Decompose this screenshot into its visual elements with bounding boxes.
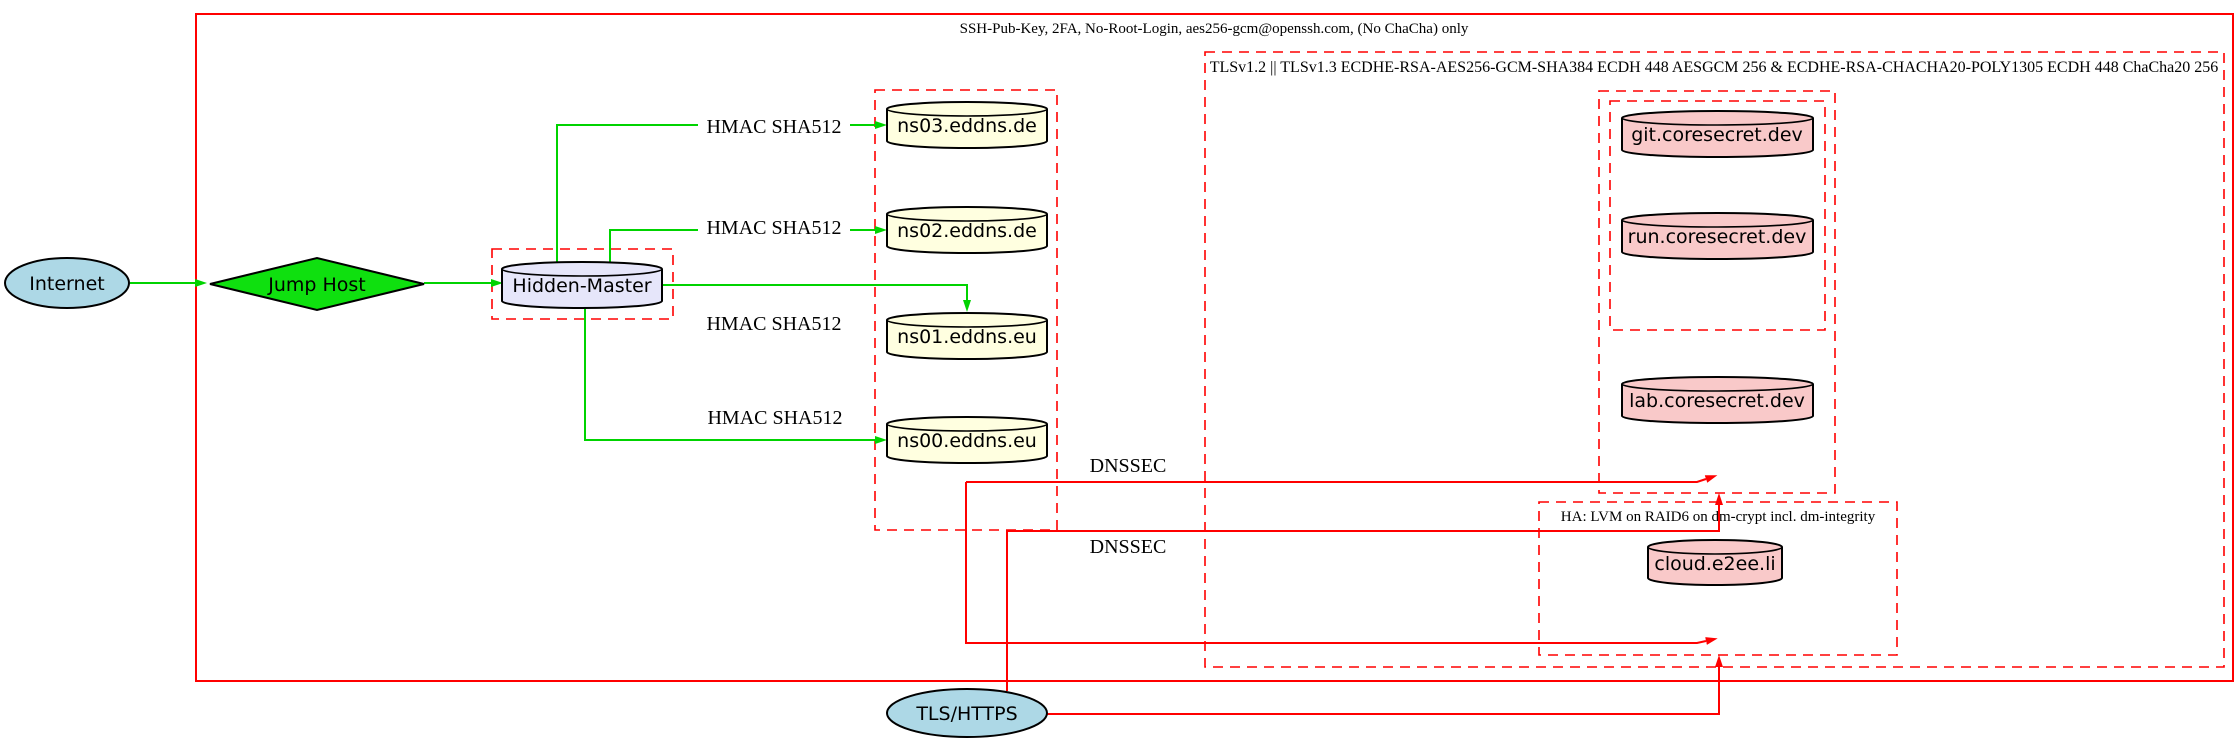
ns00-cylinder — [886, 416, 1048, 464]
git-cylinder-seam — [1621, 117, 1814, 126]
lab-label: lab.coresecret.dev — [1629, 390, 1805, 412]
hmac-label-2-bg — [698, 216, 850, 238]
cluster-ssh-hardening-label: SSH-Pub-Key, 2FA, No-Root-Login, aes256-… — [960, 21, 1469, 37]
edge-tlshttps-to-coresecret — [1006, 493, 1723, 691]
lab-cylinder-seam — [1621, 383, 1814, 392]
git-cylinder — [1621, 110, 1814, 158]
git-label: git.coresecret.dev — [1631, 124, 1803, 146]
node-ns02: ns02.eddns.de — [886, 206, 1048, 254]
internet-label: Internet — [29, 273, 104, 295]
edge-label-hmac-ns02: HMAC SHA512 — [706, 217, 841, 239]
node-hidden-master: Hidden-Master — [501, 261, 663, 309]
ns00-cylinder-seam — [886, 423, 1048, 432]
ns00-label: ns00.eddns.eu — [897, 430, 1037, 452]
edge-label-dnssec-1: DNSSEC — [1090, 455, 1167, 477]
run-cylinder-seam — [1621, 219, 1814, 228]
hidden-master-label: Hidden-Master — [512, 275, 651, 297]
edge-hiddenmaster-to-ns03 — [556, 121, 887, 263]
node-git-coresecret: git.coresecret.dev — [1621, 110, 1814, 158]
edge-hiddenmaster-to-ns00 — [584, 307, 887, 444]
ns02-cylinder-seam — [886, 213, 1048, 222]
ns01-cylinder — [886, 312, 1048, 360]
hmac-label-1-bg — [698, 114, 850, 137]
cluster-tls-label: TLSv1.2 || TLSv1.3 ECDHE-RSA-AES256-GCM-… — [1210, 59, 2219, 76]
edge-label-hmac-ns03: HMAC SHA512 — [706, 116, 841, 138]
edge-tlshttps-to-ha — [1047, 655, 1723, 715]
edge-label-hmac-ns00: HMAC SHA512 — [707, 407, 842, 429]
run-label: run.coresecret.dev — [1628, 226, 1807, 248]
node-cloud-e2ee: cloud.e2ee.li — [1647, 539, 1783, 586]
cluster-git-run-box — [1609, 100, 1826, 331]
lab-cylinder — [1621, 376, 1814, 424]
node-ns01: ns01.eddns.eu — [886, 312, 1048, 360]
cloud-cylinder-seam — [1647, 546, 1783, 555]
ns02-cylinder — [886, 206, 1048, 254]
jump-host-diamond — [209, 256, 425, 312]
tls-https-ellipse — [886, 688, 1048, 738]
hidden-master-cylinder — [501, 261, 663, 309]
cloud-cylinder — [1647, 539, 1783, 586]
cloud-label: cloud.e2ee.li — [1654, 553, 1775, 575]
ns03-cylinder — [886, 101, 1048, 149]
run-cylinder — [1621, 212, 1814, 260]
node-jump-host: Jump Host — [209, 256, 425, 312]
node-lab-coresecret: lab.coresecret.dev — [1621, 376, 1814, 424]
node-tls-https: TLS/HTTPS — [886, 688, 1048, 738]
node-ns03: ns03.eddns.de — [886, 101, 1048, 149]
ns01-label: ns01.eddns.eu — [897, 326, 1037, 348]
ns02-label: ns02.eddns.de — [897, 220, 1037, 242]
jump-host-label: Jump Host — [267, 274, 366, 296]
cluster-eddns-box — [874, 89, 1058, 531]
hidden-master-cylinder-seam — [501, 268, 663, 277]
cluster-ssh-hardening-box — [195, 13, 2234, 682]
edge-dnssec-to-ha — [965, 482, 1718, 645]
node-internet: Internet — [4, 257, 130, 309]
edge-label-dnssec-2: DNSSEC — [1090, 536, 1167, 558]
tls-https-label: TLS/HTTPS — [915, 703, 1017, 725]
edge-hiddenmaster-to-ns01 — [663, 284, 971, 312]
ns03-cylinder-seam — [886, 108, 1048, 117]
internet-ellipse — [4, 257, 130, 309]
node-run-coresecret: run.coresecret.dev — [1621, 212, 1814, 260]
cluster-tls-box — [1204, 51, 2225, 668]
ns01-cylinder-seam — [886, 319, 1048, 328]
edge-dnssec-to-coresecret — [966, 475, 1718, 483]
ns03-label: ns03.eddns.de — [897, 115, 1037, 137]
edge-label-hmac-ns01: HMAC SHA512 — [706, 313, 841, 335]
node-ns00: ns00.eddns.eu — [886, 416, 1048, 464]
